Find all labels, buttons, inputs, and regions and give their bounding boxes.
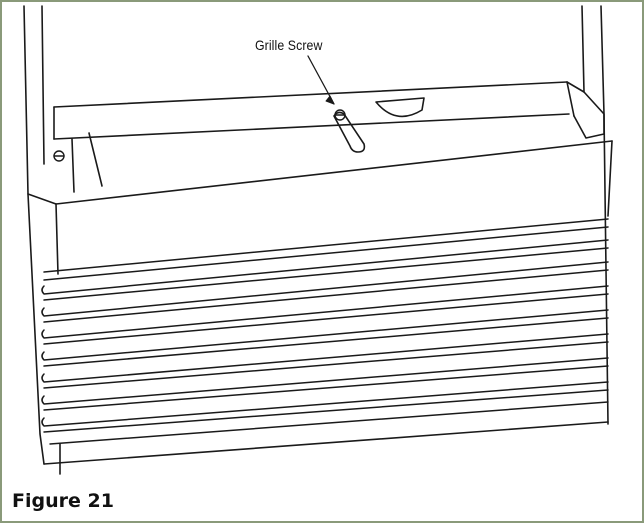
top-rail (53, 81, 568, 108)
access-opening (375, 97, 425, 118)
screw-slot (333, 111, 366, 153)
grille-line-drawing (23, 5, 613, 475)
figure-caption: Figure 21 (12, 490, 114, 512)
grille-louvers (41, 218, 609, 445)
grille-screw (334, 109, 346, 121)
grille-screw-label: Grille Screw (255, 37, 323, 53)
left-screw (53, 150, 65, 162)
left-cabinet-side (23, 5, 45, 465)
grille-panel (55, 203, 59, 275)
right-cabinet-side (600, 5, 609, 425)
